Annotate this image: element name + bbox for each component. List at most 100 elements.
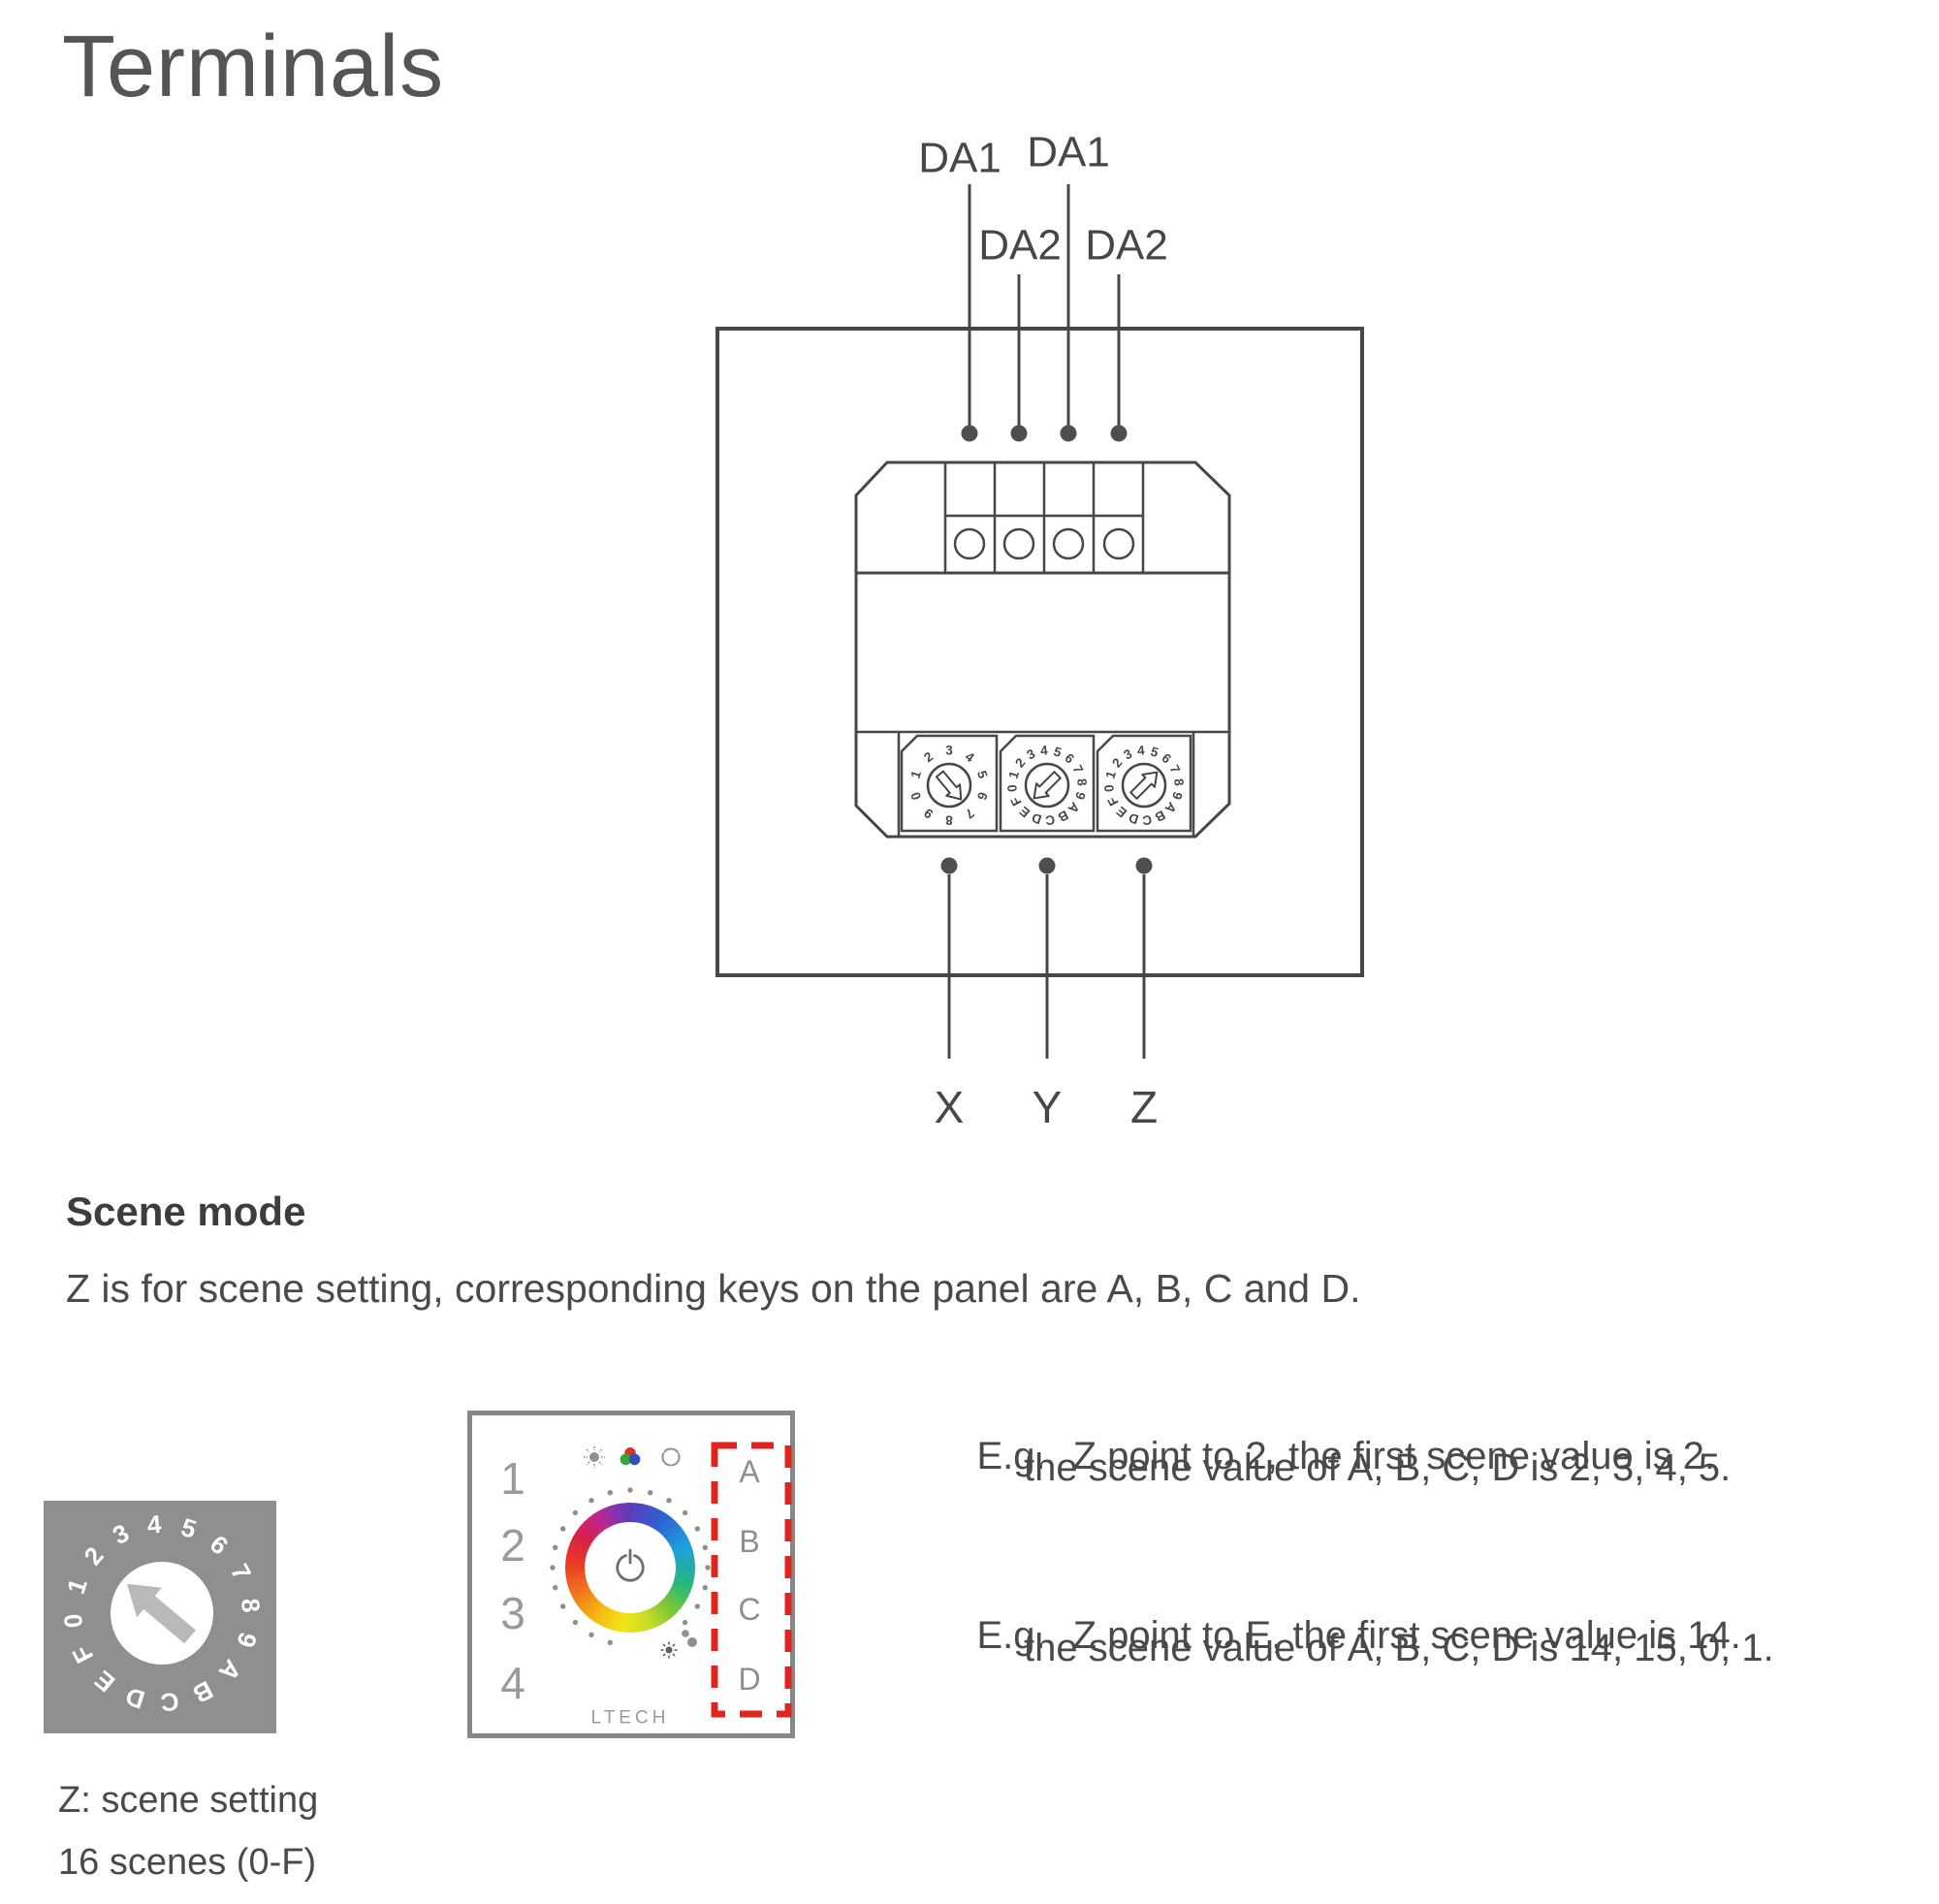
scene-mode-description: Z is for scene setting, corresponding ke… <box>66 1266 1361 1311</box>
selector-pointer <box>126 1583 196 1644</box>
example-prefix: E.g. <box>976 1435 1046 1477</box>
color-cycle-icon <box>661 1447 681 1467</box>
terminal-screw <box>953 527 986 560</box>
example-2-line-1: E.g.Z point to E, the first scene value … <box>976 1614 1741 1657</box>
page-title: Terminals <box>62 18 445 115</box>
rotary-switch-x <box>900 734 999 833</box>
label-da1-wire3: DA1 <box>1027 129 1110 176</box>
panel-key-c: C <box>738 1592 760 1627</box>
terminal-node <box>1060 425 1077 442</box>
svg-text:0: 0 <box>1101 784 1117 793</box>
scene-keys-highlight <box>711 1442 792 1718</box>
terminal-node <box>961 425 978 442</box>
svg-text:8: 8 <box>1171 778 1187 787</box>
rotary-dial-y-pointer <box>1033 771 1062 800</box>
label-x: X <box>935 1082 965 1125</box>
terminal-wiring-diagram: DA1 DA1 DA2 DA2 <box>715 129 1364 1125</box>
brightness-scale-dots <box>550 1487 711 1645</box>
power-icon <box>616 1548 645 1582</box>
terminal-screw <box>1002 527 1035 560</box>
svg-text:2: 2 <box>1109 755 1125 770</box>
label-da2-wire2: DA2 <box>978 222 1062 270</box>
rotary-dial-x-pointer <box>935 770 963 801</box>
touch-panel: 1 2 3 4 <box>467 1411 795 1738</box>
svg-text:9: 9 <box>1072 790 1089 802</box>
selector-caption-1: Z: scene setting <box>58 1780 319 1821</box>
panel-key-4: 4 <box>500 1658 525 1708</box>
rotary-switch-z <box>1096 734 1192 833</box>
svg-text:E: E <box>1017 804 1033 820</box>
svg-text:C: C <box>1141 812 1152 828</box>
switch-node-x <box>940 857 958 874</box>
terminal-block <box>856 462 1229 575</box>
svg-text:F: F <box>1008 794 1025 808</box>
svg-text:6: 6 <box>974 790 991 802</box>
svg-text:C: C <box>1044 812 1055 828</box>
svg-text:6: 6 <box>1062 750 1077 767</box>
svg-text:4: 4 <box>145 1509 163 1539</box>
svg-text:4: 4 <box>1040 743 1049 758</box>
svg-text:D: D <box>1127 810 1140 827</box>
svg-text:1: 1 <box>1102 769 1119 780</box>
panel-key-1: 1 <box>500 1453 525 1504</box>
rotary-dial-z-pointer <box>1129 771 1159 800</box>
svg-text:0: 0 <box>908 790 925 802</box>
svg-text:8: 8 <box>945 813 953 828</box>
svg-text:8: 8 <box>236 1597 266 1613</box>
svg-text:F: F <box>1105 794 1122 808</box>
example-1-line-1: E.g.Z point to 2, the first scene value … <box>976 1435 1716 1477</box>
svg-text:C: C <box>159 1687 180 1718</box>
svg-text:3: 3 <box>945 744 953 758</box>
color-wheel-center <box>585 1522 676 1613</box>
brightness-icon <box>584 1446 605 1468</box>
label-z: Z <box>1130 1082 1158 1125</box>
label-y: Y <box>1033 1082 1063 1125</box>
brand-logo: LTECH <box>591 1708 670 1729</box>
svg-text:9: 9 <box>921 806 936 822</box>
rgb-color-icon <box>620 1447 641 1466</box>
svg-text:4: 4 <box>963 749 977 766</box>
svg-text:1: 1 <box>908 769 925 780</box>
brightness-dot-medium <box>682 1630 689 1637</box>
panel-key-a: A <box>739 1454 760 1489</box>
svg-text:7: 7 <box>1070 763 1087 777</box>
panel-key-3: 3 <box>500 1588 525 1638</box>
svg-text:6: 6 <box>1159 750 1174 767</box>
example-1-line-2: the scene value of A, B, C, D is 2, 3, 4… <box>1024 1446 1732 1489</box>
svg-text:5: 5 <box>974 769 991 780</box>
svg-text:0: 0 <box>58 1612 88 1629</box>
svg-text:B: B <box>1153 808 1168 825</box>
panel-frame <box>467 1411 795 1738</box>
terminal-node <box>1110 425 1128 442</box>
svg-text:3: 3 <box>1122 746 1135 762</box>
svg-text:2: 2 <box>921 749 936 766</box>
switch-node-z <box>1135 857 1153 874</box>
label-da1-wire1: DA1 <box>918 135 1001 182</box>
panel-key-2: 2 <box>500 1520 525 1571</box>
terminal-node <box>1010 425 1028 442</box>
terminal-screw <box>1052 527 1085 560</box>
panel-key-d: D <box>738 1662 760 1697</box>
example-2-line-2: the scene value of A, B, C, D is 14, 15,… <box>1024 1627 1774 1669</box>
dim-level-icon <box>660 1641 678 1659</box>
svg-text:1: 1 <box>1005 769 1022 780</box>
svg-text:4: 4 <box>1137 743 1146 758</box>
label-da2-wire4: DA2 <box>1085 222 1168 270</box>
panel-overlay: 1 2 3 4 <box>467 1411 795 1738</box>
example-prefix: E.g. <box>976 1614 1046 1657</box>
selector-caption-2: 16 scenes (0-F) <box>58 1842 317 1883</box>
svg-text:7: 7 <box>963 806 977 822</box>
brightness-dot-large <box>687 1637 697 1647</box>
wall-box-outline <box>715 327 1364 977</box>
svg-text:E: E <box>1114 804 1130 820</box>
svg-text:8: 8 <box>1074 778 1090 787</box>
svg-text:0: 0 <box>1004 784 1020 793</box>
device-body <box>854 460 1231 839</box>
terminal-screw <box>1102 527 1135 560</box>
svg-text:2: 2 <box>1012 755 1028 770</box>
switch-node-y <box>1038 857 1056 874</box>
svg-text:5: 5 <box>1052 744 1064 760</box>
